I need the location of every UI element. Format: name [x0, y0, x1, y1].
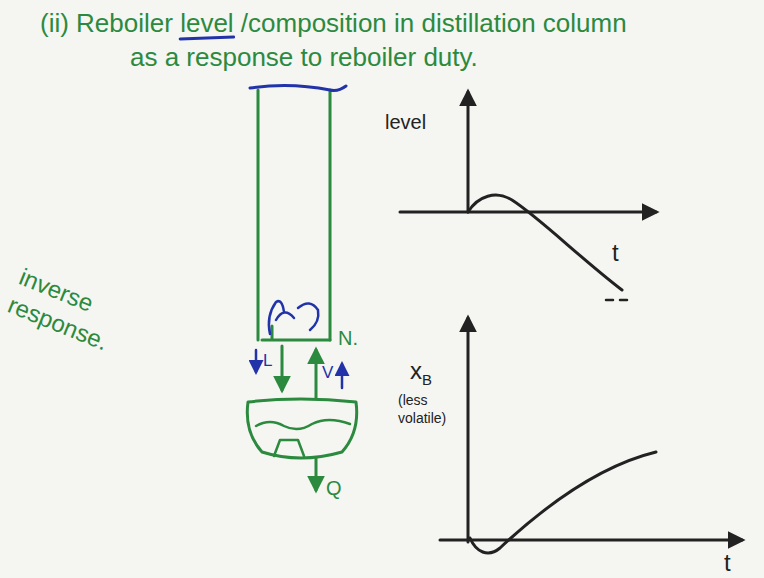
axis-label: xB	[410, 356, 432, 389]
bottoms-arrow	[315, 458, 318, 490]
tray	[262, 326, 330, 340]
level-curve	[468, 195, 622, 290]
tray-label: N.	[338, 326, 358, 351]
heat-label: Q	[326, 476, 342, 501]
vapour-arrow	[315, 350, 318, 398]
reboiler-liquid	[256, 420, 350, 429]
liquid-flow-arrow	[255, 350, 258, 372]
axis-label: level	[385, 110, 426, 135]
liquid-arrow	[281, 346, 284, 390]
y-axis	[467, 92, 470, 212]
axis-note: (less volatile)	[398, 392, 464, 427]
reboiler-vessel	[247, 399, 356, 458]
tray-scribble	[269, 301, 318, 334]
axis-label: t	[612, 238, 619, 268]
composition-curve	[470, 452, 656, 553]
y-axis	[467, 318, 470, 542]
vapour-flow-arrow	[341, 364, 344, 388]
note: inverse response.	[4, 262, 128, 359]
continuation-dashes	[606, 299, 627, 302]
stream-label: L	[263, 350, 272, 371]
x-axis	[440, 539, 742, 542]
column-wall	[329, 90, 332, 340]
column-wall	[257, 90, 260, 340]
column-top	[250, 85, 346, 90]
stream-label: V	[322, 362, 333, 383]
title: (ii) Reboiler level /composition in dist…	[40, 6, 633, 74]
axis-label: t	[724, 548, 731, 578]
heating-coil	[274, 440, 304, 456]
